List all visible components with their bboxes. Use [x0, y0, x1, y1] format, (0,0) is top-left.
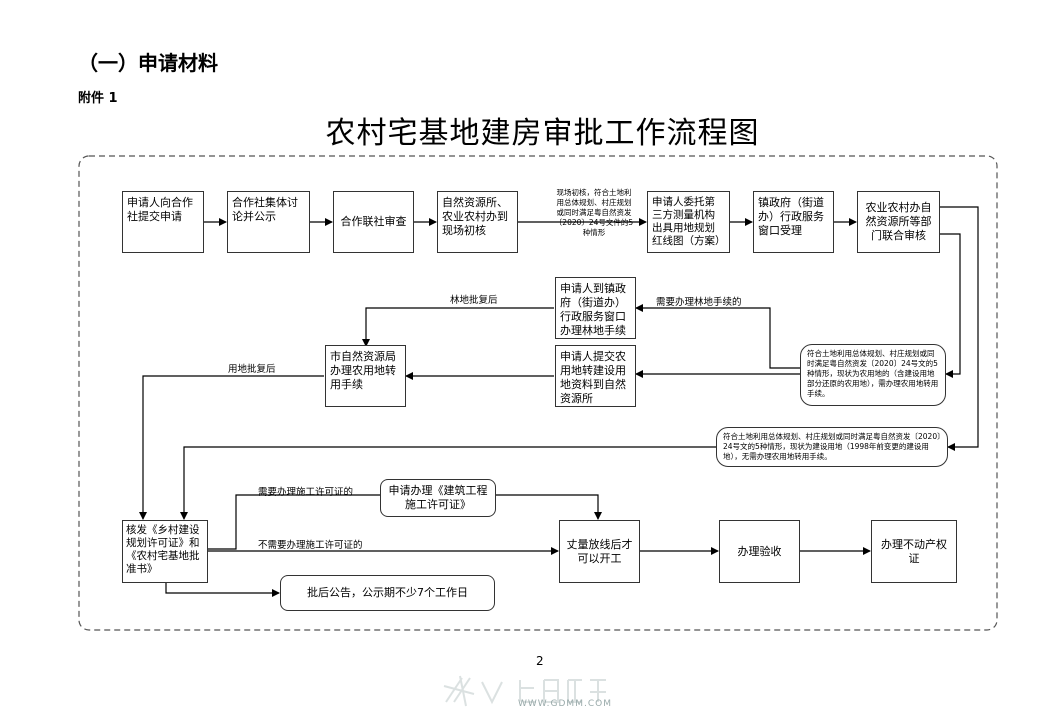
page-number: 2	[536, 654, 544, 668]
watermark-url: WWW.GDMM.COM	[518, 699, 612, 709]
step-forest-window: 申请人到镇政府（街道办）行政服务窗口办理林地手续	[555, 277, 636, 339]
arrow-permit-to-survey	[496, 494, 602, 520]
step-acceptance: 办理验收	[719, 520, 800, 583]
arrow-city-permit	[139, 375, 324, 520]
step-city-bureau: 市自然资源局办理农用地转用手续	[325, 345, 406, 407]
attachment-label: 附件 1	[78, 91, 118, 106]
arrow-permit-announcement	[165, 583, 280, 597]
step-apply: 申请人向合作社提交申请	[122, 191, 204, 253]
step-submit-farmland: 申请人提交农用地转建设用地资料到自然资源所	[555, 345, 636, 407]
section-heading: （一）申请材料	[78, 51, 218, 75]
field-check-note: 现场初核，符合土地利用总体规划、村庄规划或同时满足粤自然资发〔2020〕24号文…	[554, 188, 634, 237]
step-construction-permit: 申请办理《建筑工程施工许可证》	[380, 479, 496, 517]
flowchart-frame	[78, 155, 998, 631]
condition-farmland: 符合土地利用总体规划、村庄规划或同时满足粤自然资发〔2020〕24号文的5种情形…	[800, 344, 946, 406]
flowchart-title: 农村宅基地建房审批工作流程图	[325, 116, 760, 151]
arrow-audit-farmland	[940, 233, 961, 378]
label-need-permit: 需要办理施工许可证的	[258, 487, 354, 498]
step-announcement: 批后公告，公示期不少7个工作日	[280, 575, 495, 611]
step-joint-review: 合作联社审查	[333, 191, 414, 253]
step-survey-line: 丈量放线后才可以开工	[559, 520, 640, 583]
step-town-window: 镇政府（街道办）行政服务窗口受理	[753, 191, 834, 253]
watermark-logo	[443, 675, 606, 707]
arrow-need-permit	[208, 494, 380, 550]
arrow-construction-permit	[180, 446, 716, 520]
step-property: 办理不动产权证	[871, 520, 957, 583]
step-joint-audit: 农业农村办自然资源所等部门联合审核	[857, 191, 940, 253]
label-forest-approved: 林地批复后	[450, 295, 498, 306]
step-field-check: 自然资源所、农业农村办到现场初核	[437, 191, 518, 253]
arrow-need-forest	[635, 304, 800, 369]
step-permit: 核发《乡村建设规划许可证》和《农村宅基地批准书》	[122, 520, 208, 583]
label-no-permit: 不需要办理施工许可证的	[258, 540, 363, 551]
arrow-forest-city	[362, 307, 554, 347]
label-land-approved: 用地批复后	[228, 364, 276, 375]
arrow-audit-construction	[940, 206, 979, 451]
step-discuss: 合作社集体讨论并公示	[227, 191, 310, 253]
step-survey: 申请人委托第三方测量机构出具用地规划红线图（方案）	[647, 191, 730, 253]
label-need-forest: 需要办理林地手续的	[656, 297, 742, 308]
condition-construction-land: 符合土地利用总体规划、村庄规划或同时满足粤自然资发〔2020〕24号文的5种情形…	[716, 427, 948, 467]
